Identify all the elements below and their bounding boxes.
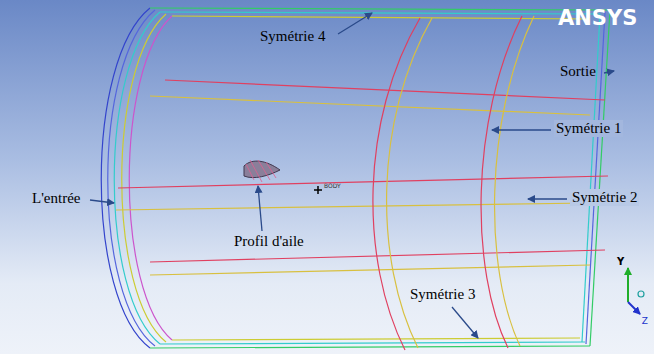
bottom-edge <box>150 346 590 348</box>
boundary-label: Symétrie 4 <box>258 28 327 45</box>
outlet-edge <box>590 10 610 346</box>
airfoil <box>244 160 280 182</box>
inlet-arc <box>129 16 172 340</box>
logo-text: ANSYS <box>556 6 639 30</box>
y-axis-arrow <box>627 268 629 302</box>
boundary-label: L'entrée <box>30 190 83 207</box>
axis-label: Z <box>640 316 650 326</box>
block-line <box>118 176 608 188</box>
leader-line <box>604 71 614 73</box>
inlet-arc <box>122 14 166 342</box>
top-edge <box>160 12 600 14</box>
body-label: BODY <box>322 183 343 190</box>
leader-line <box>90 200 114 203</box>
block-line <box>150 96 590 115</box>
leader-line <box>258 186 262 231</box>
leader-line <box>528 198 567 199</box>
leader-line <box>452 307 478 338</box>
boundary-label: Symétrie 1 <box>554 120 623 137</box>
block-arc <box>495 16 534 346</box>
origin-marker <box>314 186 322 194</box>
outlet-edge <box>586 12 605 344</box>
bottom-edge <box>160 342 585 344</box>
leader-line <box>492 129 551 130</box>
block-line <box>165 80 605 100</box>
top-edge <box>172 16 590 19</box>
block-line <box>150 265 590 275</box>
axis-label: Y <box>615 256 626 268</box>
boundary-label: Symétrie 3 <box>408 286 477 303</box>
airfoil-label: Profil d'aile <box>232 233 306 250</box>
bottom-edge <box>172 338 580 340</box>
boundary-label: Symétrie 2 <box>570 189 639 206</box>
airfoil-mesh <box>246 160 276 182</box>
boundary-label: Sortie <box>558 63 598 80</box>
x-axis-dot <box>638 291 644 297</box>
top-edge <box>150 8 610 10</box>
block-line <box>116 203 590 210</box>
leader-line <box>338 13 372 34</box>
z-axis-arrow <box>628 302 640 314</box>
axis-triad <box>628 268 644 314</box>
block-arc <box>481 16 522 348</box>
